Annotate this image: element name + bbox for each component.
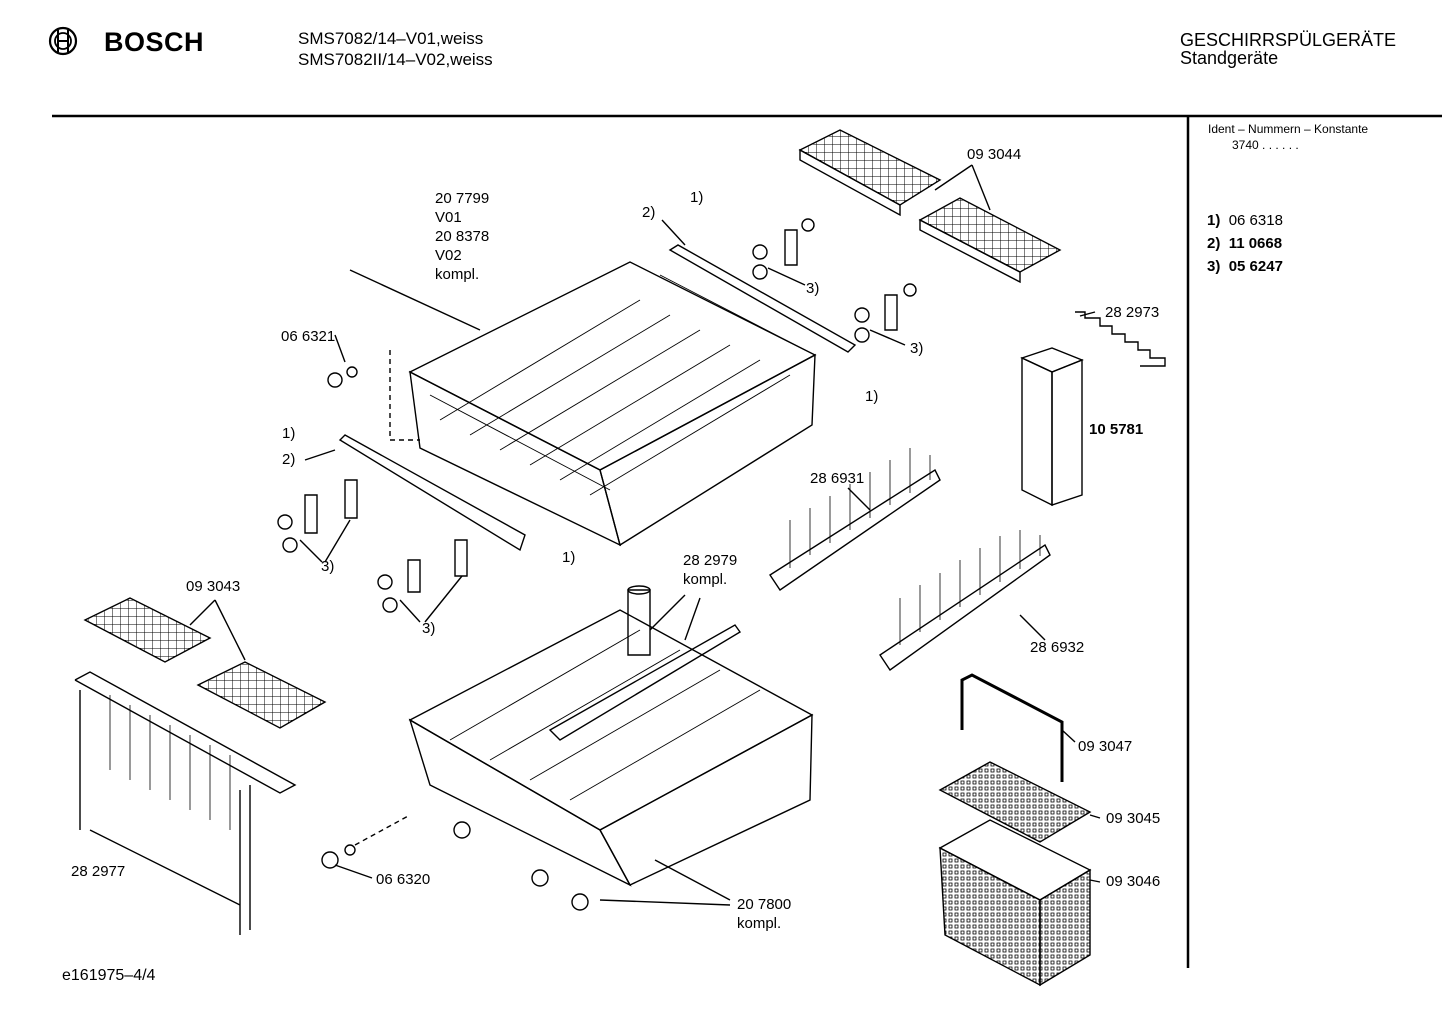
spray-arm <box>550 586 740 740</box>
legend-item: 2) 11 0668 <box>1207 235 1283 252</box>
ref-1-mid: 1) <box>562 549 576 566</box>
cutlery-basket <box>940 820 1100 985</box>
ref-2-left: 2) <box>282 451 296 468</box>
basket-handle <box>962 675 1075 782</box>
ref-3-top: 3) <box>806 280 820 297</box>
label-spray-arm: 28 2979 kompl. <box>683 552 738 588</box>
roller-holders <box>278 219 916 622</box>
label-spike-strip: 28 2973 <box>1105 304 1160 321</box>
ref-1-left: 1) <box>282 425 296 442</box>
brand-name: BOSCH <box>104 27 205 57</box>
label-cutlery-basket: 09 3046 <box>1106 873 1161 890</box>
label-cup-rack: 28 2977 <box>71 863 126 880</box>
legend-item: 3) 05 6247 <box>1207 258 1283 275</box>
spike-strip <box>1075 312 1165 366</box>
tine-rows <box>770 448 1050 670</box>
label-grid-insert: 09 3045 <box>1106 810 1161 827</box>
tine-rack-top <box>800 130 1060 282</box>
label-roller-left: 06 6321 <box>281 328 336 345</box>
ref-2-top: 2) <box>642 204 656 221</box>
label-handle: 09 3047 <box>1078 738 1133 755</box>
rail-left <box>305 435 525 550</box>
ref-3-right: 3) <box>910 340 924 357</box>
label-cutlery-tube: 10 5781 <box>1089 421 1144 438</box>
category-subtitle: Standgeräte <box>1180 48 1279 68</box>
label-tine-row-2: 28 6932 <box>1030 639 1085 656</box>
label-small-rack: 09 3043 <box>186 578 241 595</box>
legend: 1) 06 6318 2) 11 0668 3) 05 6247 <box>1207 209 1283 278</box>
roller-lower-part <box>322 815 410 878</box>
label-tine-rack-top: 09 3044 <box>967 146 1022 163</box>
small-rack <box>85 598 325 728</box>
legend-item: 1) 06 6318 <box>1207 212 1283 229</box>
ref-1-top: 1) <box>690 189 704 206</box>
cutlery-tube <box>1022 348 1082 505</box>
label-upper-basket: 20 7799 V01 20 8378 V02 kompl. <box>435 190 490 283</box>
label-tine-row-1: 28 6931 <box>810 470 865 487</box>
roller-left-part <box>328 335 357 387</box>
document-id: e161975–4/4 <box>62 967 156 984</box>
rail-top <box>662 220 855 352</box>
model-line-1: SMS7082/14–V01,weiss <box>298 29 484 48</box>
ident-value: 3740 . . . . . . <box>1232 138 1299 152</box>
upper-basket <box>350 262 815 545</box>
grid-insert <box>940 762 1100 842</box>
ref-3-mid: 3) <box>422 620 436 637</box>
ref-1-right: 1) <box>865 388 879 405</box>
category-title: GESCHIRRSPÜLGERÄTE <box>1180 30 1397 50</box>
model-line-2: SMS7082II/14–V02,weiss <box>298 50 493 69</box>
cup-rack <box>75 672 295 935</box>
bosch-armature-icon <box>48 26 78 56</box>
ref-3-left: 3) <box>321 558 335 575</box>
label-roller-lower: 06 6320 <box>376 871 431 888</box>
label-lower-basket: 20 7800 kompl. <box>737 896 792 932</box>
lower-basket <box>410 610 812 910</box>
bosch-logo <box>48 26 78 61</box>
ident-label: Ident – Nummern – Konstante <box>1208 122 1369 136</box>
